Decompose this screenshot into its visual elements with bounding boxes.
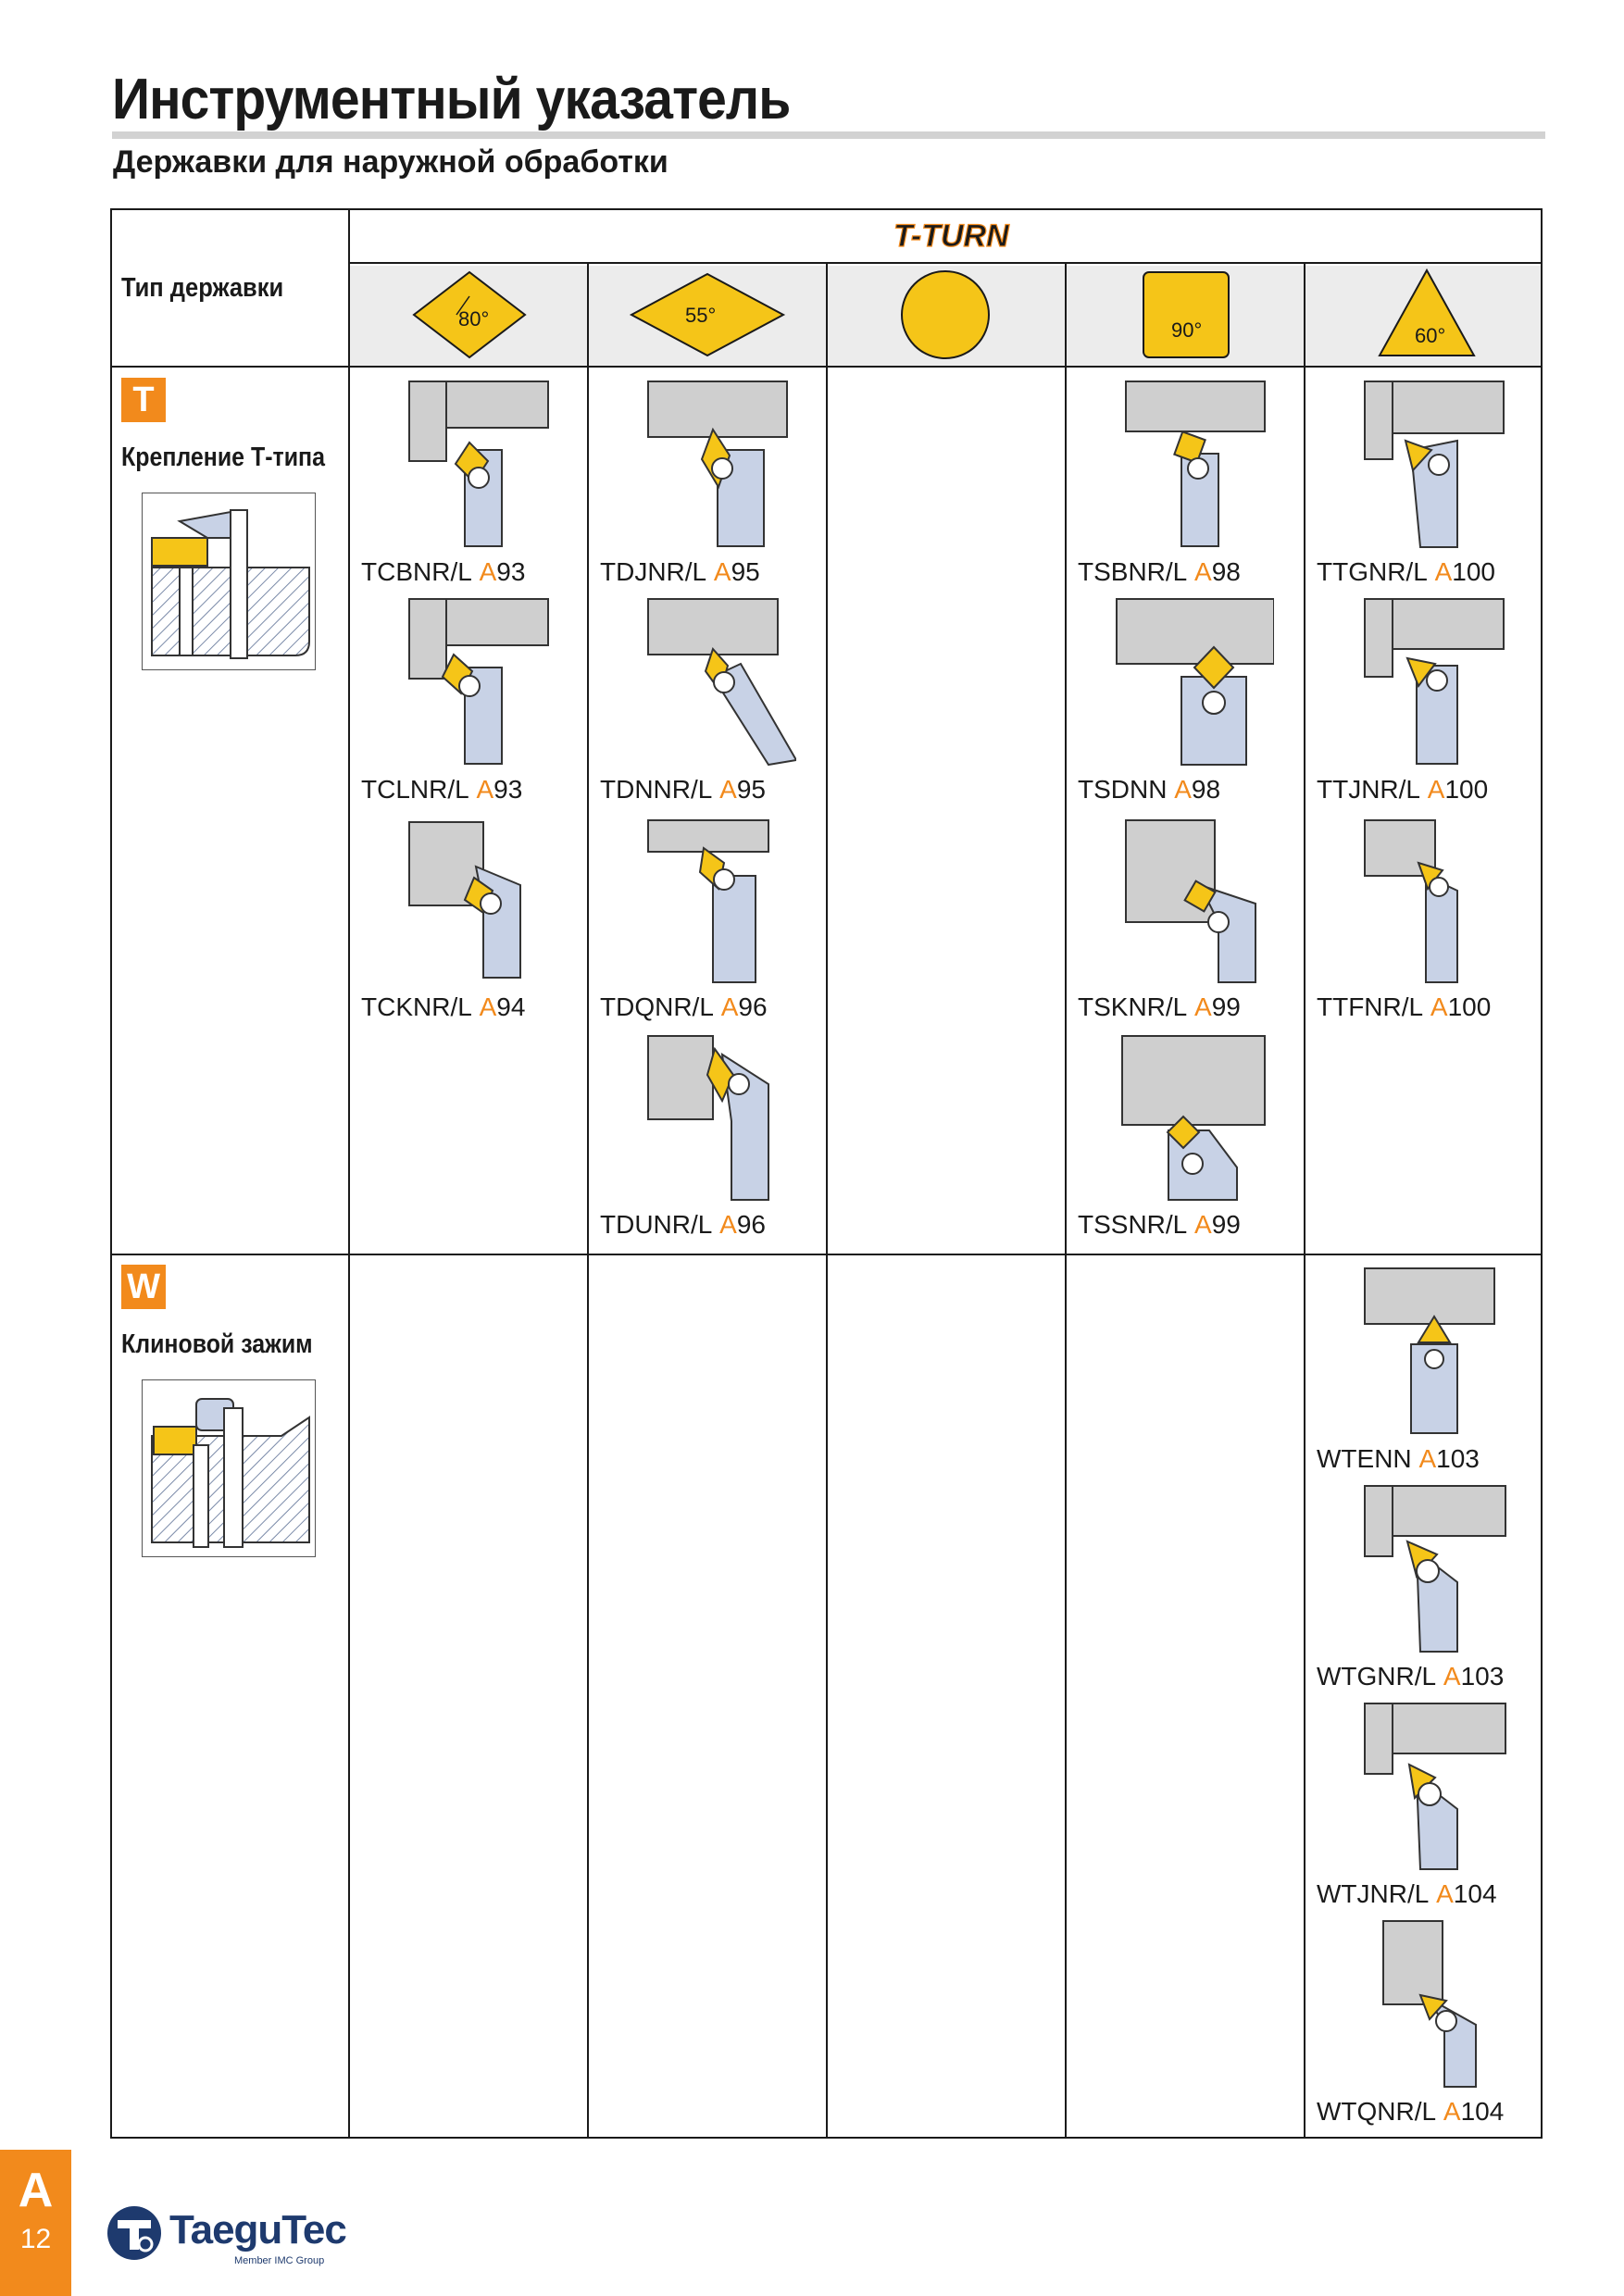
tool-wtjnr[interactable]: WTJNR/L A104 <box>1317 1698 1539 1911</box>
section-letter: A <box>18 2164 54 2217</box>
t-turn-logo: T-TURN <box>892 217 1021 254</box>
insert-shape-round <box>897 268 993 361</box>
angle-60-label: 60° <box>1415 324 1445 347</box>
row-label-wedge-clamp: Клиновой зажим <box>121 1329 313 1359</box>
page-number: 12 <box>19 2224 52 2254</box>
page-subtitle: Державки для наружной обработки <box>113 144 668 180</box>
row-badge-t: T <box>121 378 166 422</box>
taegutec-logo-mark <box>107 2206 161 2260</box>
tool-tdunr[interactable]: TDUNR/L A96 <box>600 1029 822 1242</box>
insert-shape-55: 55° <box>624 268 791 361</box>
tool-label: TDJNR/L A95 <box>600 557 760 586</box>
tool-label: TDNNR/L A95 <box>600 775 766 804</box>
tool-wtenn[interactable]: WTENN A103 <box>1317 1263 1539 1476</box>
tool-tdjnr[interactable]: TDJNR/L A95 <box>600 376 822 589</box>
t-clamp-illustration <box>142 493 316 670</box>
tool-label: TSKNR/L A99 <box>1078 992 1241 1021</box>
tool-wtgnr[interactable]: WTGNR/L A103 <box>1317 1480 1539 1693</box>
insert-shape-80: 80° <box>408 268 531 361</box>
tool-label: WTQNR/L A104 <box>1317 2097 1505 2126</box>
tool-tcbnr[interactable]: TCBNR/L A93 <box>361 376 583 589</box>
holder-type-label: Тип державки <box>121 273 284 303</box>
taegutec-logo: TaeguTec Member IMC Group <box>105 2203 355 2268</box>
row-label-t-clamp: Крепление Т-типа <box>121 443 325 472</box>
tool-label: TTJNR/L A100 <box>1317 775 1489 804</box>
tool-ttfnr[interactable]: TTFNR/L A100 <box>1317 811 1539 1024</box>
tool-tssnr[interactable]: TSSNR/L A99 <box>1078 1029 1300 1242</box>
tool-label: TDQNR/L A96 <box>600 992 768 1021</box>
title-rule <box>112 131 1545 139</box>
insert-shape-triangle-60: 60° <box>1376 267 1478 361</box>
tool-label: TDUNR/L A96 <box>600 1210 766 1239</box>
tool-label: TCKNR/L A94 <box>361 992 526 1021</box>
angle-80-label: 80° <box>458 307 489 331</box>
tool-label: WTENN A103 <box>1317 1444 1480 1473</box>
tool-label: WTJNR/L A104 <box>1317 1879 1497 1908</box>
tool-label: TCLNR/L A93 <box>361 775 523 804</box>
logo-name: TaeguTec <box>169 2207 347 2252</box>
tool-label: TSDNN A98 <box>1078 775 1221 804</box>
logo-tagline: Member IMC Group <box>234 2255 325 2266</box>
insert-shape-square-90: 90° <box>1140 268 1232 361</box>
tool-tsbnr[interactable]: TSBNR/L A98 <box>1078 376 1300 589</box>
tool-ttjnr[interactable]: TTJNR/L A100 <box>1317 593 1539 806</box>
tool-label: TSBNR/L A98 <box>1078 557 1241 586</box>
tool-tdnnr[interactable]: TDNNR/L A95 <box>600 593 822 806</box>
row-badge-w: W <box>121 1265 166 1309</box>
tool-label: TTGNR/L A100 <box>1317 557 1495 586</box>
tool-label: TCBNR/L A93 <box>361 557 526 586</box>
tool-tsdnn[interactable]: TSDNN A98 <box>1078 593 1300 806</box>
tool-tdqnr[interactable]: TDQNR/L A96 <box>600 811 822 1024</box>
tool-wtqnr[interactable]: WTQNR/L A104 <box>1317 1915 1539 2128</box>
section-tab: A 12 <box>0 2150 71 2296</box>
tool-label: WTGNR/L A103 <box>1317 1662 1505 1691</box>
angle-55-label: 55° <box>685 304 716 327</box>
tool-ttgnr[interactable]: TTGNR/L A100 <box>1317 376 1539 589</box>
tool-tcknr[interactable]: TCKNR/L A94 <box>361 811 583 1024</box>
t-turn-logo-text: T-TURN <box>893 218 1010 254</box>
angle-90-label: 90° <box>1171 318 1202 342</box>
wedge-clamp-illustration <box>142 1379 316 1557</box>
tool-tsknr[interactable]: TSKNR/L A99 <box>1078 811 1300 1024</box>
page-title: Инструментный указатель <box>112 68 791 131</box>
tool-label: TSSNR/L A99 <box>1078 1210 1241 1239</box>
tool-tclnr[interactable]: TCLNR/L A93 <box>361 593 583 806</box>
tool-label: TTFNR/L A100 <box>1317 992 1492 1021</box>
